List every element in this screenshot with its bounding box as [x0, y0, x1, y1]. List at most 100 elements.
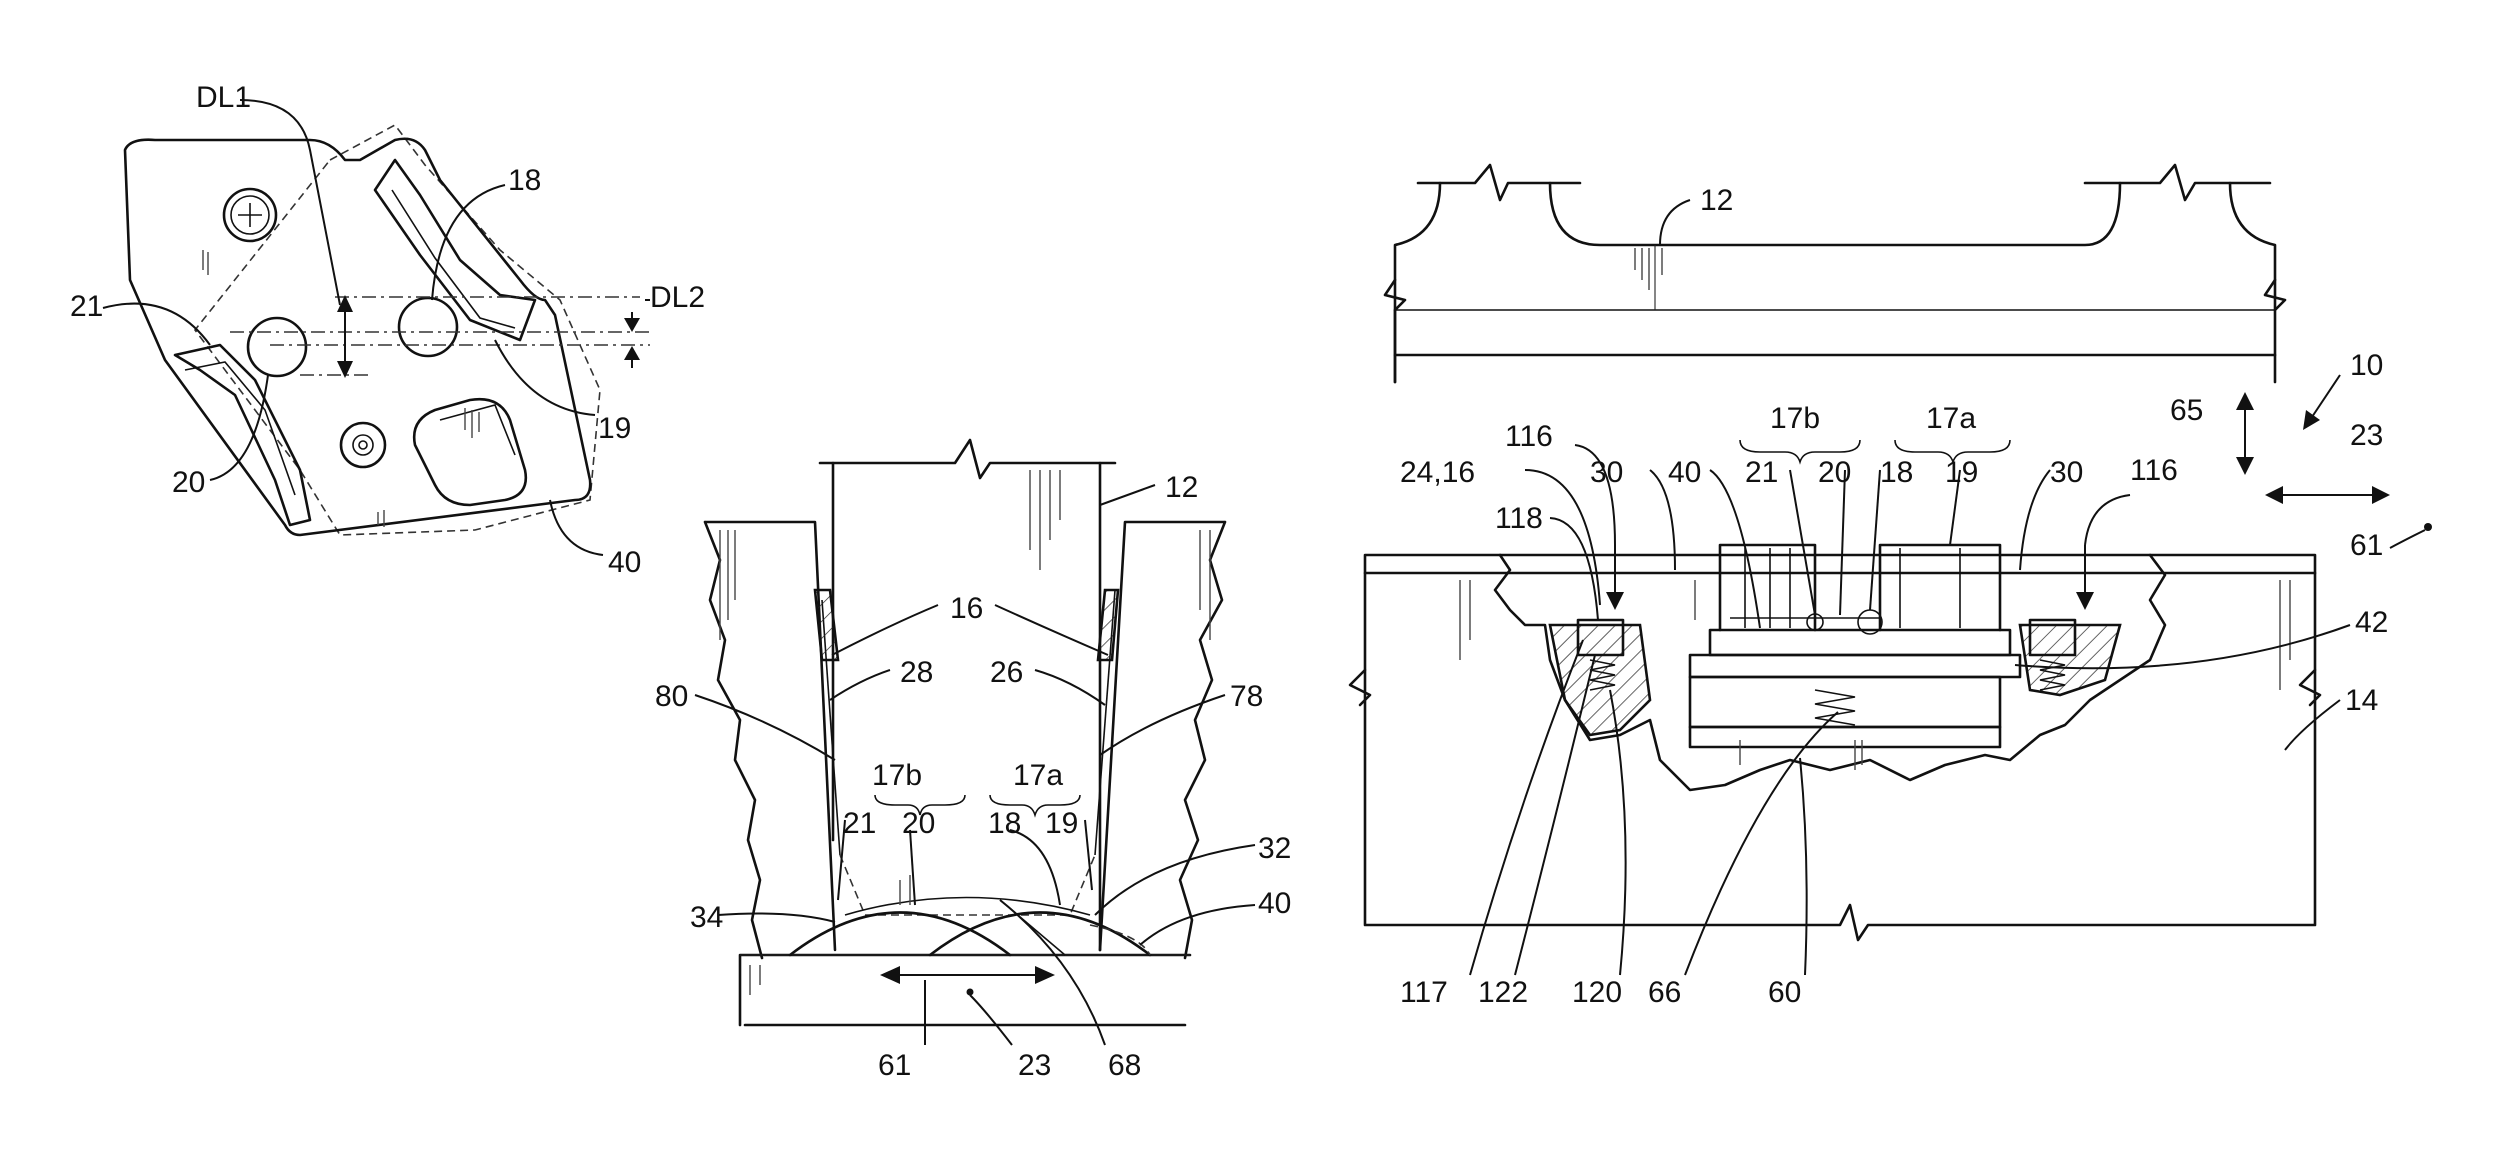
label-116-right: 116: [2130, 454, 2178, 487]
screw-top: [222, 187, 278, 243]
label-34: 34: [690, 901, 723, 934]
base-plate: [738, 953, 1192, 1027]
leader-14: [2284, 699, 2341, 751]
plate-42: [1688, 653, 2022, 679]
rail-top-break: [818, 438, 1117, 480]
leader-26: [1034, 669, 1106, 706]
plunger-cap-right: [2028, 618, 2077, 657]
leader-21-right: [1789, 469, 1816, 616]
leader-122: [1514, 654, 1596, 976]
figure-left-blade-carrier: DL1 DL2 18 21 19 20 40: [70, 81, 705, 579]
frame-bottom: [1688, 725, 2002, 749]
arrow-116-left: [1606, 592, 1624, 610]
leader-16-right: [994, 604, 1109, 656]
pin-20: [246, 316, 308, 378]
leader-118: [1549, 517, 1599, 621]
screw-bottom-inner: [352, 434, 374, 456]
label-17b-right: 17b: [1770, 402, 1820, 435]
label-118: 118: [1495, 502, 1543, 535]
label-28: 28: [900, 656, 933, 689]
label-18-mid: 18: [988, 807, 1021, 840]
label-19: 19: [598, 412, 631, 445]
central-stripes: [1744, 548, 1961, 628]
arrow-65-up: [2236, 392, 2254, 410]
arrow-23-right: [2372, 486, 2390, 504]
label-14: 14: [2345, 684, 2378, 717]
brace-17b: [874, 794, 966, 816]
leader-80: [694, 694, 836, 761]
figure-right-assembly: 12 10 65 23 61 17b 17a 116 116 24,16 30 …: [1348, 163, 2432, 1009]
label-80: 80: [655, 680, 688, 713]
wall-left: [703, 520, 837, 960]
central-upper-block: [1718, 543, 2002, 632]
leader-19-right: [1949, 469, 1961, 546]
dl2-arrow-bottom: [624, 346, 640, 360]
leader-18: [431, 184, 506, 301]
leader-40-mid: [1139, 904, 1256, 946]
screw-bottom-center: [358, 440, 368, 450]
displaced-outline: [193, 123, 601, 536]
point-61: [2424, 523, 2432, 531]
pin-18: [397, 296, 459, 358]
slot-lower: [173, 343, 312, 527]
arrow-10-head: [2303, 410, 2320, 430]
arrow-10-shaft: [2309, 374, 2341, 421]
leader-12-right: [1659, 199, 1691, 246]
leader-19-mid: [1084, 819, 1093, 891]
label-65: 65: [2170, 394, 2203, 427]
leader-28: [829, 669, 891, 701]
label-dl1: DL1: [196, 81, 251, 114]
label-18: 18: [508, 164, 541, 197]
leader-20-mid: [909, 829, 916, 906]
label-18-right: 18: [1880, 456, 1913, 489]
label-40-mid: 40: [1258, 887, 1291, 920]
label-20: 20: [172, 466, 205, 499]
figure-middle-cutter: 12 16 28 26 80 78 17b 17a 21 20 18 19 32…: [655, 438, 1291, 1082]
label-40: 40: [608, 546, 641, 579]
base-left-break: [1348, 668, 1372, 707]
carrier-body: [123, 137, 592, 537]
bay-outline: [839, 854, 1096, 916]
label-30-right: 30: [2050, 456, 2083, 489]
point-23: [966, 988, 974, 996]
label-21-right: 21: [1745, 456, 1778, 489]
leader-30-left: [1649, 469, 1676, 571]
knob-edge: [439, 404, 516, 456]
slot-outer: [373, 158, 537, 342]
shading-left: [202, 250, 480, 527]
label-78: 78: [1230, 680, 1263, 713]
screw-bottom: [339, 421, 387, 469]
cavity: [1493, 553, 2167, 792]
leader-21-mid: [837, 819, 846, 901]
hatched-left: [1548, 623, 1652, 737]
leader-117: [1469, 639, 1584, 976]
label-26: 26: [990, 656, 1023, 689]
label-20-mid: 20: [902, 807, 935, 840]
label-19-mid: 19: [1045, 807, 1078, 840]
leader-30-right: [2019, 469, 2051, 571]
label-24-16: 24,16: [1400, 456, 1475, 489]
leader-dl1: [239, 99, 341, 306]
pin-arc-right: [928, 911, 1152, 957]
arrow-116-right: [2076, 592, 2094, 610]
label-42: 42: [2355, 606, 2388, 639]
base-block: [1363, 553, 2317, 942]
rail-12-profile: [1393, 181, 2277, 384]
label-60: 60: [1768, 976, 1801, 1009]
wall-right: [1098, 520, 1227, 960]
brace-17a-right: [1894, 439, 2011, 465]
label-23-right: 23: [2350, 419, 2383, 452]
label-17a-right: 17a: [1926, 402, 1976, 435]
label-122: 122: [1478, 976, 1528, 1009]
leader-116-right: [2084, 494, 2131, 546]
base-right-break: [2298, 668, 2322, 707]
leader-116-left: [1574, 444, 1616, 546]
leader-12-mid: [1099, 484, 1156, 506]
brace-17b-right: [1739, 439, 1861, 465]
dl2-arrow-top: [624, 318, 640, 332]
rail-12-top: [1416, 163, 2272, 202]
pin-arc-left: [788, 911, 1012, 957]
leader-42: [2014, 624, 2351, 670]
blade-40: [1708, 628, 2012, 657]
spring-right: [2039, 659, 2066, 691]
